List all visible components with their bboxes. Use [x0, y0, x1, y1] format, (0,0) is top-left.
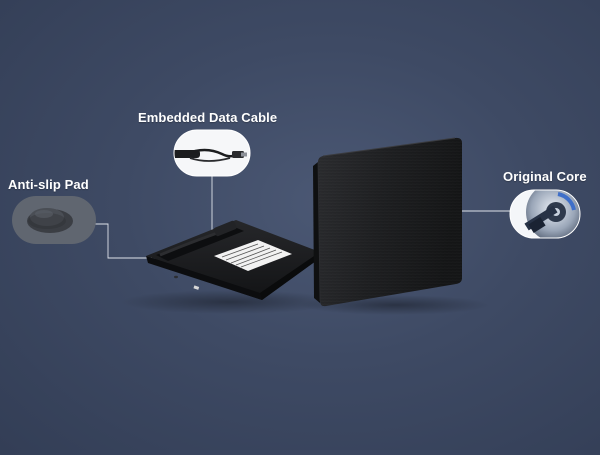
- usb-cable-icon: [174, 148, 247, 162]
- cable-callout-bubble: [173, 129, 251, 177]
- optical-drive-core-icon: [524, 190, 580, 238]
- led-indicator: [193, 285, 200, 290]
- pad-callout-bubble: [12, 196, 96, 244]
- drive-enclosure: [313, 137, 462, 307]
- rubber-foot-icon: [27, 208, 73, 233]
- pad-callout-label: Anti-slip Pad: [8, 177, 89, 192]
- drive-tray: [146, 220, 320, 300]
- core-callout-label: Original Core: [503, 169, 587, 184]
- pad-callout-line: [95, 223, 152, 259]
- tray-shadow: [120, 290, 340, 314]
- cable-callout-label: Embedded Data Cable: [138, 110, 278, 125]
- core-callout-bubble: [509, 189, 581, 239]
